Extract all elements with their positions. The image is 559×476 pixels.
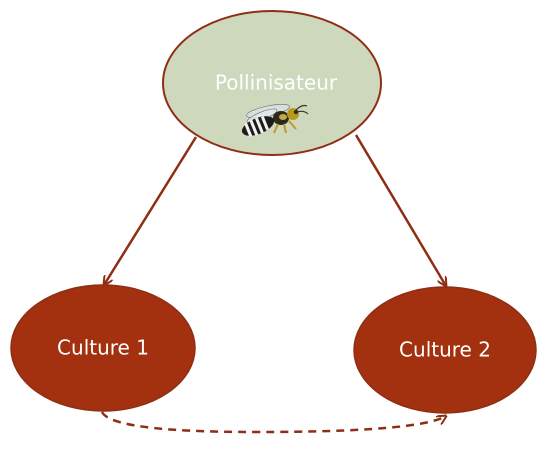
pollinator-ellipse	[162, 10, 382, 156]
crop1-ellipse	[10, 284, 196, 412]
crop1-node: Culture 1	[10, 284, 196, 412]
pollinator-label: Pollinisateur	[215, 71, 338, 95]
crop2-ellipse	[353, 286, 537, 414]
crop2-label: Culture 2	[399, 338, 491, 362]
arrow-pollinator-to-crop1	[104, 136, 198, 285]
arrow-pollinator-to-crop2	[354, 134, 446, 286]
dashed-arrow-crop1-to-crop2	[100, 411, 446, 434]
bee-icon	[241, 104, 309, 137]
crop1-label: Culture 1	[57, 336, 149, 360]
crop2-node: Culture 2	[353, 286, 537, 414]
pollinator-node: Pollinisateur	[162, 10, 382, 156]
